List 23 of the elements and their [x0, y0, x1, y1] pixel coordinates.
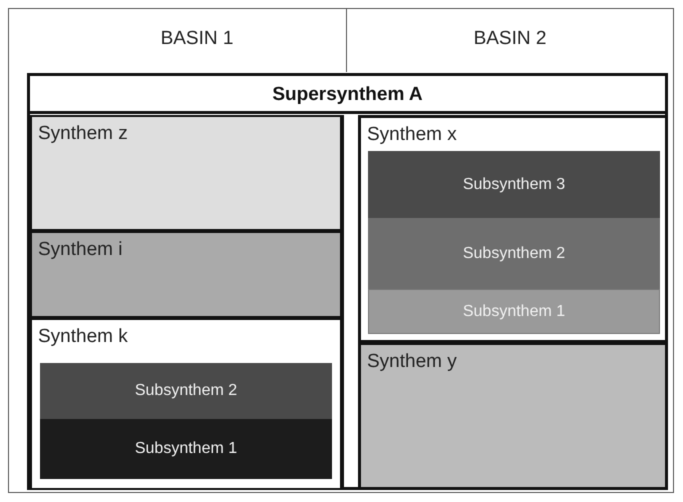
synthem-box [30, 318, 342, 490]
synthem-box [30, 231, 342, 318]
unit-label: Subsynthem 2 [134, 382, 238, 400]
column-header: BASIN 2 [472, 28, 548, 50]
synthem-box [358, 342, 668, 490]
subsynthem-band [368, 151, 660, 218]
unit-label: Synthem y [367, 351, 457, 373]
unit-label: Subsynthem 1 [462, 302, 566, 320]
column-header: BASIN 1 [160, 28, 234, 50]
subsynthem-band [368, 218, 660, 289]
unit-label: Synthem x [367, 124, 457, 146]
subsynthem-band [368, 289, 660, 334]
synthem-box [358, 115, 668, 343]
unit-label: Synthem i [38, 239, 122, 261]
unit-label: Subsynthem 1 [134, 440, 238, 458]
synthem-box [30, 115, 342, 231]
subsynthem-band [40, 363, 332, 419]
unit-label: Synthem z [38, 123, 128, 145]
unit-label: Subsynthem 2 [462, 244, 566, 262]
supersynthem-box [27, 73, 668, 490]
subsynthem-band [40, 419, 332, 479]
unit-label: Synthem k [38, 326, 128, 348]
unit-label: Subsynthem 3 [462, 176, 566, 194]
